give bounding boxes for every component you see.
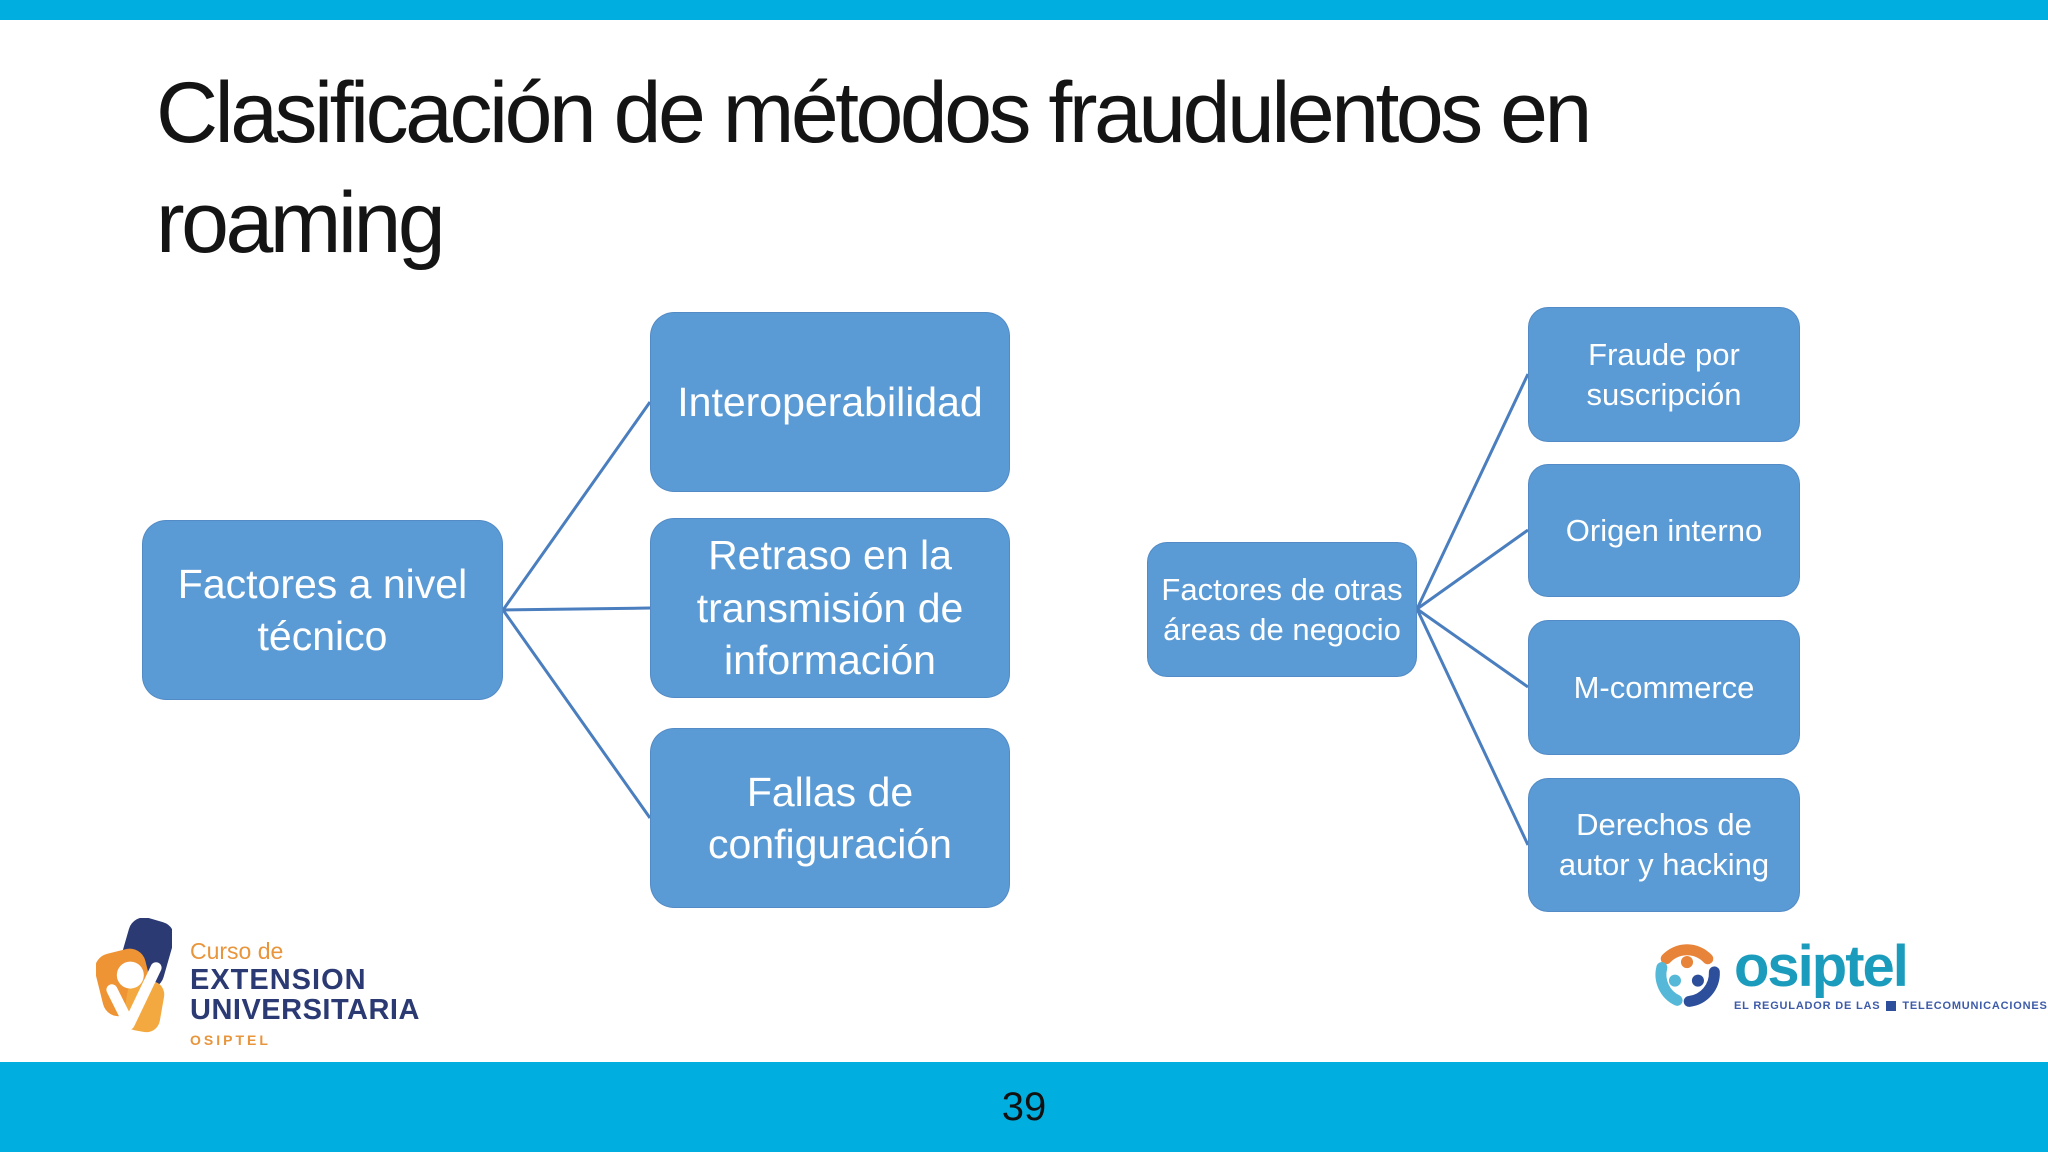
- diagram-node-origen-interno: Origen interno: [1528, 464, 1800, 597]
- diagram-node-fallas-configuracion: Fallas de configuración: [650, 728, 1010, 908]
- extension-universitaria-logo: Curso de EXTENSION UNIVERSITARIA OSIPTEL: [96, 918, 420, 1048]
- diagram-node-label: Derechos de autor y hacking: [1558, 807, 1770, 882]
- osiptel-tagline-left: EL REGULADOR DE LAS: [1734, 1000, 1881, 1012]
- osiptel-wordmark: osiptel: [1734, 934, 1909, 999]
- diagram-node-label: Fallas de configuración: [708, 768, 952, 867]
- diagram-node-derechos-autor-hacking: Derechos de autor y hacking: [1528, 778, 1800, 912]
- diagram-node-fraude-suscripcion: Fraude por suscripción: [1528, 307, 1800, 442]
- diagram-node-label: Origen interno: [1565, 512, 1763, 548]
- diagram-node-retraso-transmision: Retraso en la transmisión de información: [650, 518, 1010, 698]
- slide-title-line-2: roaming: [156, 175, 446, 272]
- diagram-node-m-commerce: M-commerce: [1528, 620, 1800, 755]
- diagram-node-label: Factores de otras áreas de negocio: [1161, 571, 1403, 647]
- osiptel-tagline: EL REGULADOR DE LAS TELECOMUNICACIONES: [1734, 1000, 2048, 1012]
- logo-universitaria: UNIVERSITARIA: [190, 994, 420, 1026]
- slide-title-line-1: Clasificación de métodos fraudulentos en: [156, 65, 1592, 161]
- extension-universitaria-logo-text: Curso de EXTENSION UNIVERSITARIA OSIPTEL: [190, 918, 420, 1049]
- logo-curso-de: Curso de: [190, 938, 284, 964]
- osiptel-tagline-right: TELECOMUNICACIONES: [1902, 1000, 2048, 1012]
- top-accent-bar: [0, 0, 2048, 20]
- diagram-node-label: M-commerce: [1573, 669, 1755, 705]
- logo-extension: EXTENSION: [190, 964, 367, 996]
- diagram-node-label: Factores a nivel técnico: [177, 560, 468, 659]
- diagram-node-label: Interoperabilidad: [677, 378, 983, 425]
- diagram-node-label: Fraude por suscripción: [1586, 336, 1742, 412]
- osiptel-logo-text: osiptel EL REGULADOR DE LAS TELECOMUNICA…: [1734, 934, 2048, 1013]
- diagram-node-interoperabilidad: Interoperabilidad: [650, 312, 1010, 492]
- diagram-node-label: Retraso en la transmisión de información: [696, 532, 964, 684]
- extension-universitaria-logo-icon: [96, 918, 172, 1033]
- diagram-node-factores-otras-areas: Factores de otras áreas de negocio: [1147, 542, 1417, 677]
- osiptel-logo-icon: [1655, 944, 1720, 1007]
- slide-title: Clasificación de métodos fraudulentos en…: [156, 58, 1876, 278]
- page-number: 39: [1001, 1084, 1047, 1129]
- osiptel-tagline-square: [1886, 1001, 1897, 1011]
- diagram-node-factores-tecnico: Factores a nivel técnico: [142, 520, 503, 700]
- bottom-accent-bar: 39: [0, 1062, 2048, 1152]
- logo-osiptel-small: OSIPTEL: [190, 1032, 271, 1049]
- osiptel-logo: osiptel EL REGULADOR DE LAS TELECOMUNICA…: [1652, 938, 2048, 1012]
